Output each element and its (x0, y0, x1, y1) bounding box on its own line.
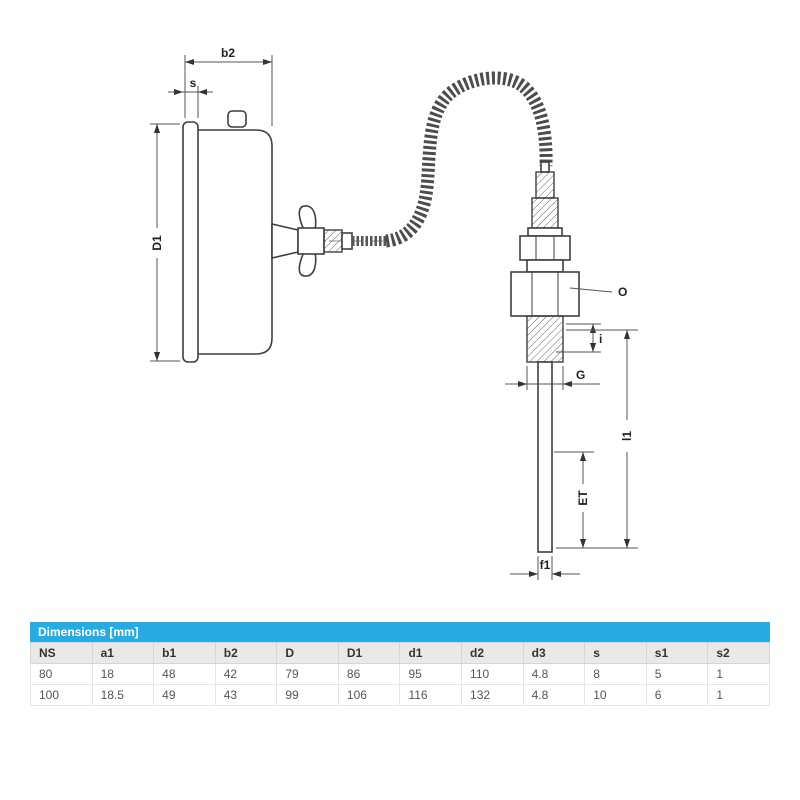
cell: 79 (276, 663, 339, 685)
label-O: O (618, 285, 627, 299)
wing-nut-bottom (298, 251, 317, 277)
dim-f1: f1 (510, 556, 580, 580)
table-row: 80 18 48 42 79 86 95 110 4.8 8 5 1 (30, 663, 770, 685)
dimensions-table-title: Dimensions [mm] (30, 622, 770, 642)
label-D1: D1 (150, 235, 164, 251)
wing-nut-top (298, 205, 317, 231)
cell: 86 (337, 663, 401, 685)
dim-l1: l1 (556, 329, 638, 549)
col-header-s: s (584, 642, 647, 664)
label-G: G (576, 368, 585, 382)
process-hex (510, 271, 580, 317)
label-ET: ET (576, 490, 590, 506)
cell: 18.5 (91, 684, 155, 706)
dim-b2: b2 (184, 46, 273, 126)
dimensions-table-section: Dimensions [mm] NS a1 b1 b2 D D1 d1 d2 d… (30, 622, 770, 706)
cell: 48 (153, 663, 216, 685)
col-header-b2: b2 (214, 642, 278, 664)
cell: 116 (399, 684, 463, 706)
table-header-row: NS a1 b1 b2 D D1 d1 d2 d3 s s1 s2 (30, 642, 770, 664)
capillary-coil (384, 71, 553, 248)
cell: 1 (707, 684, 770, 706)
label-l1: l1 (620, 431, 634, 441)
dim-ET: ET (554, 451, 594, 548)
table-row: 100 18.5 49 43 99 106 116 132 4.8 10 6 1 (30, 684, 770, 706)
dim-G: G (505, 366, 600, 390)
label-f1: f1 (540, 558, 551, 572)
case-bezel (182, 121, 199, 363)
cell: 100 (30, 684, 93, 706)
dial-case (182, 110, 273, 363)
col-header-NS: NS (30, 642, 93, 664)
cell: 42 (214, 663, 278, 685)
cell: 49 (153, 684, 216, 706)
technical-drawing: O b2 s D1 i G (150, 46, 638, 580)
case-body (196, 129, 273, 355)
capillary-connection (271, 205, 386, 277)
dim-i: i (556, 323, 602, 353)
case-top-nub (227, 110, 247, 128)
dimensions-table: NS a1 b1 b2 D D1 d1 d2 d3 s s1 s2 80 18 … (30, 642, 770, 706)
cell: 18 (91, 663, 155, 685)
cell: 5 (645, 663, 709, 685)
col-header-d2: d2 (461, 642, 524, 664)
label-b2: b2 (221, 46, 235, 60)
col-header-d1: d1 (399, 642, 463, 664)
dim-s: s (168, 76, 213, 118)
label-s: s (190, 76, 197, 90)
col-header-s1: s1 (645, 642, 709, 664)
cell: 110 (461, 663, 524, 685)
cell: 95 (399, 663, 463, 685)
cell: 1 (707, 663, 770, 685)
col-header-D1: D1 (337, 642, 401, 664)
col-header-b1: b1 (153, 642, 216, 664)
cell: 106 (337, 684, 401, 706)
col-header-D: D (276, 642, 339, 664)
probe-assembly (510, 161, 580, 553)
col-header-d3: d3 (522, 642, 586, 664)
o-leader-line (569, 287, 613, 293)
cell: 132 (461, 684, 524, 706)
dim-D1: D1 (150, 123, 180, 362)
cell: 10 (584, 684, 647, 706)
cell: 6 (645, 684, 709, 706)
cell: 4.8 (522, 684, 586, 706)
cell: 99 (276, 684, 339, 706)
col-header-s2: s2 (707, 642, 770, 664)
thread-section (526, 315, 564, 363)
cell: 8 (584, 663, 647, 685)
cell: 80 (30, 663, 93, 685)
cell: 43 (214, 684, 278, 706)
coupling-nut (519, 235, 571, 261)
col-header-a1: a1 (91, 642, 155, 664)
probe-stem (537, 361, 553, 553)
cell: 4.8 (522, 663, 586, 685)
label-i: i (599, 332, 602, 346)
